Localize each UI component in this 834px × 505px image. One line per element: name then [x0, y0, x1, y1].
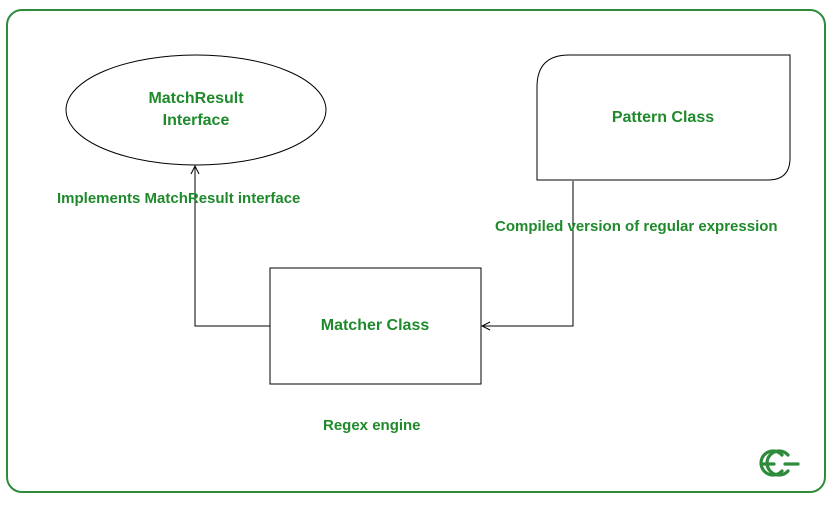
match-result-line1: MatchResult — [148, 90, 244, 107]
compiled-connector — [482, 181, 574, 326]
implements-label: Implements MatchResult interface — [57, 190, 301, 207]
matcher-class-box — [269, 267, 482, 385]
pattern-class-label: Pattern Class — [611, 109, 715, 126]
matcher-class-label: Matcher Class — [320, 317, 430, 334]
match-result-label: MatchResult Interface — [96, 88, 296, 132]
regex-engine-label: Regex engine — [323, 417, 421, 434]
diagram-frame — [6, 9, 826, 493]
pattern-class-shape — [536, 54, 791, 181]
implements-connector — [195, 166, 270, 327]
match-result-line2: Interface — [162, 112, 230, 129]
gfg-logo-icon — [759, 449, 800, 477]
compiled-label: Compiled version of regular expression — [495, 218, 778, 235]
